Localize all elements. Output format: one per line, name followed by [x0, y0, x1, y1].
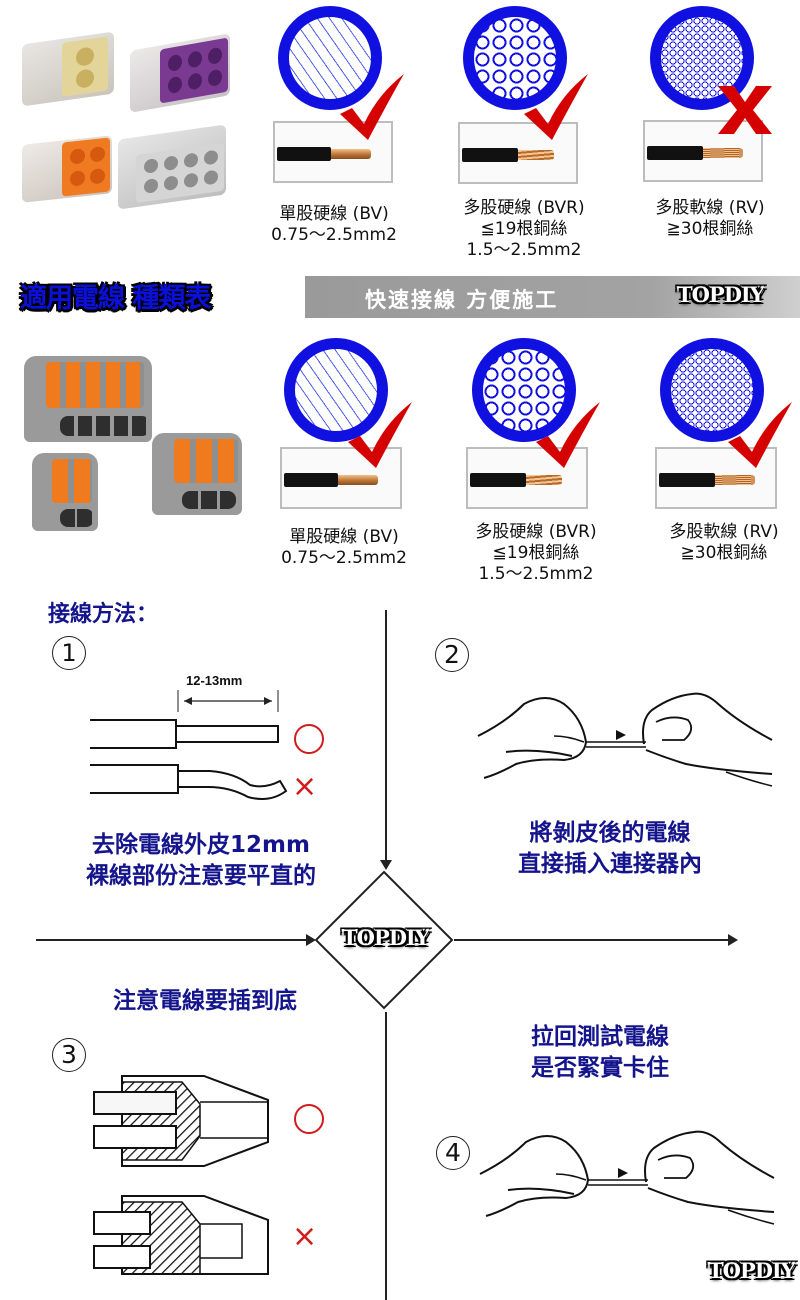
flexible-wire-cross-section-icon: [660, 338, 764, 442]
center-diamond: [314, 870, 454, 1010]
slogan-band: 快速接線 方便施工 TOPDIY: [305, 276, 800, 318]
step-2-instruction: 將剝皮後的電線 直接插入連接器內: [460, 818, 760, 880]
wire-spec: 1.5～2.5mm2: [478, 564, 594, 584]
check-mark-icon: [348, 402, 412, 468]
wire-type-name: 單股硬線 (BV): [289, 527, 399, 547]
solid-wire-cross-section-icon: [278, 6, 382, 110]
solid-wire-photo: [280, 447, 402, 509]
step-number: 3: [52, 1038, 86, 1072]
divider-vertical-bottom: [385, 1012, 387, 1300]
wire-spec: ≧30根銅絲: [666, 219, 754, 239]
lever-connector-3-image: [152, 433, 242, 515]
step-text-line: 拉回測試電線: [531, 1024, 669, 1050]
flexible-wire-cross-section-icon: [650, 6, 754, 110]
wire-spec: 0.75～2.5mm2: [271, 225, 397, 245]
wire-label: 多股軟線 (RV) ≧30根銅絲: [626, 198, 794, 240]
wire-label: 單股硬線 (BV) 0.75～2.5mm2: [260, 527, 428, 569]
wire-type-name: 多股軟線 (RV): [669, 522, 779, 542]
solid-wire-photo: [273, 121, 393, 183]
step-3-instruction: 注意電線要插到底: [113, 988, 297, 1014]
correct-circle-icon: [294, 1104, 324, 1134]
lever-connector-5-image: [24, 356, 152, 442]
wire-fully-inserted-diagram: [93, 1075, 269, 1167]
lever-connector-2-image: [32, 453, 98, 531]
step-1-instruction: 去除電線外皮12mm 裸線部份注意要平直的: [46, 830, 356, 892]
wire-label: 單股硬線 (BV) 0.75～2.5mm2: [250, 204, 418, 246]
wire-spec: ≧30根銅絲: [680, 543, 768, 563]
cross-mark-icon: [718, 86, 772, 134]
connector-orange-image: [22, 135, 112, 203]
hands-pull-test-illustration: [479, 1130, 775, 1225]
divider-horizontal-left: [36, 939, 310, 941]
check-mark-icon: [340, 74, 404, 140]
connector-purple-image: [130, 33, 230, 113]
step-number: 2: [435, 638, 469, 672]
stranded-wire-cross-section-icon: [472, 338, 576, 442]
corner-brand-logo: TOPDIY: [708, 1258, 796, 1283]
arrow-right-icon: [306, 934, 316, 946]
wire-label: 多股軟線 (RV) ≧30根銅絲: [640, 522, 800, 564]
check-mark-icon: [536, 402, 600, 468]
strip-length-dimension: [177, 690, 279, 712]
connector-yellow-image: [22, 31, 114, 107]
arrow-down-icon: [380, 860, 392, 870]
step-4-instruction: 拉回測試電線 是否緊實卡住: [470, 1022, 730, 1084]
step-text-line: 去除電線外皮12mm: [92, 832, 310, 858]
wire-type-name: 多股硬線 (BVR): [475, 522, 597, 542]
connector-grey-image: [118, 124, 226, 210]
instructions-title: 接線方法：: [48, 602, 159, 627]
wire-type-name: 單股硬線 (BV): [279, 204, 389, 224]
check-mark-icon: [728, 402, 792, 468]
wire-label: 多股硬線 (BVR) ≦19根銅絲 1.5～2.5mm2: [440, 198, 608, 261]
wire-label: 多股硬線 (BVR) ≦19根銅絲 1.5～2.5mm2: [452, 522, 620, 585]
wire-spec: ≦19根銅絲: [480, 219, 568, 239]
brand-logo: TOPDIY: [677, 282, 765, 307]
wire-type-name: 多股硬線 (BVR): [463, 198, 585, 218]
step-text-line: 裸線部份注意要平直的: [86, 863, 316, 889]
slogan-text: 快速接線 方便施工: [365, 288, 559, 312]
bent-stripped-wire-diagram: [90, 764, 288, 800]
step-text-line: 將剝皮後的電線: [529, 820, 691, 846]
wire-not-inserted-diagram: [93, 1195, 269, 1275]
flexible-wire-photo: [643, 120, 763, 182]
wire-spec: 1.5～2.5mm2: [466, 240, 582, 260]
divider-vertical-top: [385, 610, 387, 868]
check-mark-icon: [524, 74, 588, 140]
page-title: 適用電線 種類表: [20, 283, 211, 314]
wire-spec: 0.75～2.5mm2: [281, 548, 407, 568]
incorrect-cross-icon: ×: [292, 769, 318, 804]
wire-type-name: 多股軟線 (RV): [655, 198, 765, 218]
step-text-line: 直接插入連接器內: [518, 851, 702, 877]
straight-stripped-wire-diagram: [90, 719, 279, 749]
correct-circle-icon: [294, 724, 324, 754]
wire-spec: ≦19根銅絲: [492, 543, 580, 563]
hands-insert-wire-illustration: [477, 692, 773, 787]
divider-horizontal-right: [454, 939, 732, 941]
arrow-right-icon: [728, 934, 738, 946]
stranded-wire-photo: [458, 122, 578, 184]
step-number: ①: [52, 636, 86, 670]
center-brand-logo: TOPDIY: [342, 925, 430, 950]
strip-length-label: 12-13mm: [186, 673, 243, 688]
step-text-line: 是否緊實卡住: [531, 1055, 669, 1081]
stranded-wire-cross-section-icon: [463, 6, 567, 110]
step-number: 4: [436, 1136, 470, 1170]
incorrect-cross-icon: ×: [292, 1219, 318, 1254]
stranded-wire-photo: [466, 447, 588, 509]
solid-wire-cross-section-icon: [284, 338, 388, 442]
